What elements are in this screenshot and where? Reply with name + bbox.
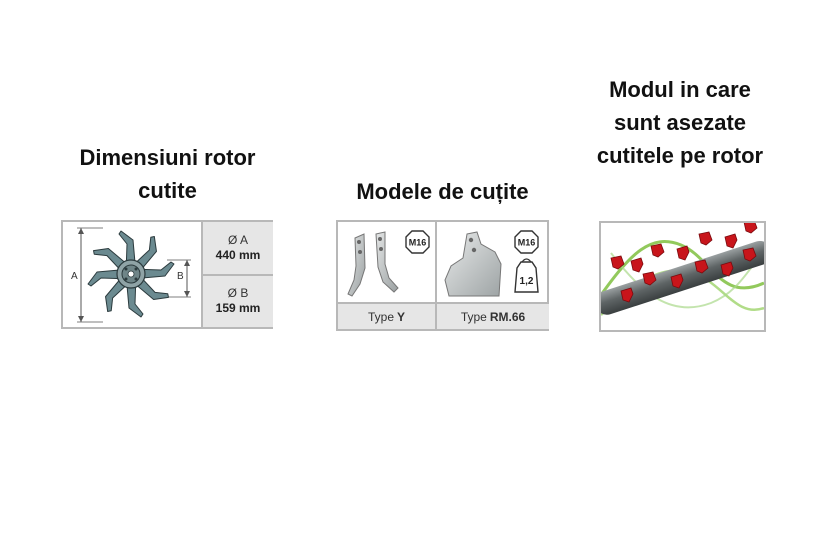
heading-blade-models: Modele de cuțite [356, 179, 529, 204]
dimension-b-label: B [177, 271, 184, 282]
blade-rm66-weight-badge: 1,2 [520, 276, 534, 287]
dimension-b-row: Ø B 159 mm [203, 274, 273, 326]
dimension-a-row: Ø A 440 mm [203, 222, 273, 274]
red-blade-holder [620, 287, 634, 303]
blade-rm66-image: M16 1,2 [444, 230, 539, 297]
red-blade-holder [650, 243, 665, 258]
red-blade-holder [724, 233, 738, 249]
blade-y-type-prefix: Type [367, 309, 394, 324]
dimensions-table: Ø A 440 mm Ø B 159 mm [201, 222, 273, 327]
rotor-arrangement-image [601, 223, 764, 316]
red-blade-holder [642, 271, 657, 286]
red-blade-holder [742, 247, 757, 262]
blade-y-image: M16 [347, 230, 430, 297]
dimension-a-value: 440 mm [215, 248, 261, 262]
dimension-b-symbol: Ø B [227, 286, 249, 300]
blade-rm66-bolt-badge: M16 [518, 238, 536, 248]
dimension-b-value: 159 mm [215, 301, 261, 315]
blade-arrangement-panel [599, 221, 766, 332]
red-blade-holder [670, 273, 684, 289]
blade-rm66-type-prefix: Type [460, 309, 487, 324]
red-blade-holder [720, 261, 734, 277]
blade-y-bolt-badge: M16 [409, 238, 427, 248]
blade-rm66-type-name: RM.66 [489, 309, 526, 324]
red-blade-holder [610, 255, 625, 270]
red-blade-holder [694, 259, 709, 274]
rotor-diagram-image: A B [71, 227, 191, 323]
red-blade-holder [698, 231, 713, 246]
blade-y-type-name: Y [397, 309, 406, 324]
dimension-a-label: A [71, 271, 78, 282]
heading-rotor-dimensions: Dimensiuni rotor cutite [79, 145, 256, 203]
red-blade-holder [676, 245, 690, 261]
red-blade-holder [630, 257, 644, 273]
red-blade-holder [743, 223, 758, 234]
rotor-dimensions-panel: A B Ø A 440 mm Ø B 159 mm [61, 220, 273, 329]
dimension-a-symbol: Ø A [227, 233, 248, 247]
heading-blade-arrangement: Modul in care sunt asezate cutitele pe r… [596, 77, 764, 168]
